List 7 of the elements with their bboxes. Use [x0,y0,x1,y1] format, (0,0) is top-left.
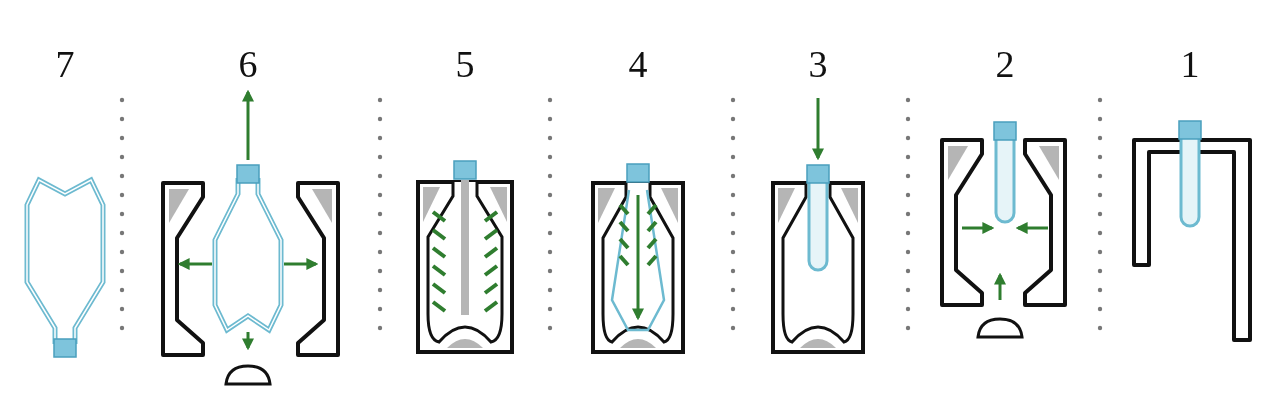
step-number: 4 [628,44,648,84]
step-number: 5 [455,44,475,84]
step-number: 6 [238,44,258,84]
step-number: 3 [808,44,828,84]
step-number: 1 [1180,44,1200,84]
step-number: 2 [995,44,1015,84]
step-number: 7 [55,44,75,84]
